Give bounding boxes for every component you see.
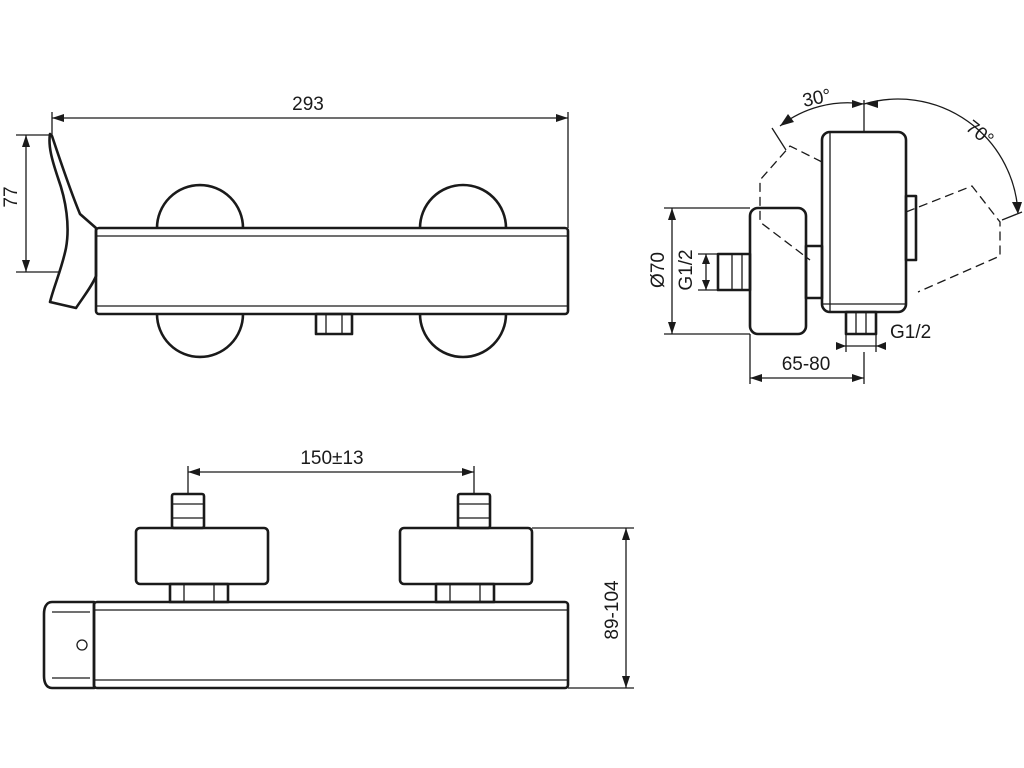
side-mixer-body — [820, 130, 908, 314]
lever-position-back — [759, 145, 823, 261]
top-left-connector — [168, 582, 230, 604]
top-mixer-body — [92, 600, 570, 690]
dim-wall-projection: 65-80 — [782, 354, 831, 375]
dim-inlet-spacing: 150±13 — [300, 448, 363, 469]
lever-position-forward — [905, 185, 1001, 293]
top-view — [42, 466, 634, 690]
dim-body-depth: 89-104 — [602, 580, 623, 640]
mixer-body — [94, 226, 570, 316]
dim-escutcheon-diameter: Ø70 — [648, 252, 669, 288]
dim-angle-forward: 70° — [962, 117, 998, 151]
top-right-escutcheon — [398, 526, 534, 586]
top-handle-screw — [76, 639, 88, 651]
right-escutcheon-top — [418, 183, 508, 229]
side-neck — [804, 244, 824, 300]
top-left-escutcheon — [134, 526, 270, 586]
outlet-nut — [314, 312, 354, 336]
side-inlet-connector — [716, 252, 752, 292]
top-right-connector — [434, 582, 496, 604]
side-outlet-nut — [844, 310, 878, 336]
dim-inlet-thread: G1/2 — [676, 249, 697, 290]
lever-handle — [48, 132, 98, 310]
top-right-inlet-nut — [456, 492, 492, 530]
angle-arc-70 — [863, 98, 1019, 215]
dim-overall-length: 293 — [292, 94, 324, 115]
front-view — [16, 112, 570, 359]
left-escutcheon-bottom — [155, 313, 245, 359]
dim-outlet-thread: G1/2 — [890, 322, 931, 343]
side-lever — [904, 194, 918, 262]
side-view — [664, 98, 1023, 384]
right-escutcheon-bottom — [418, 313, 508, 359]
top-left-inlet-nut — [170, 492, 206, 530]
dim-angle-back: 30° — [801, 85, 833, 112]
dim-lever-height: 77 — [1, 186, 22, 207]
top-handle-cap — [42, 600, 96, 690]
side-escutcheon — [748, 206, 808, 336]
left-escutcheon-top — [155, 183, 245, 229]
